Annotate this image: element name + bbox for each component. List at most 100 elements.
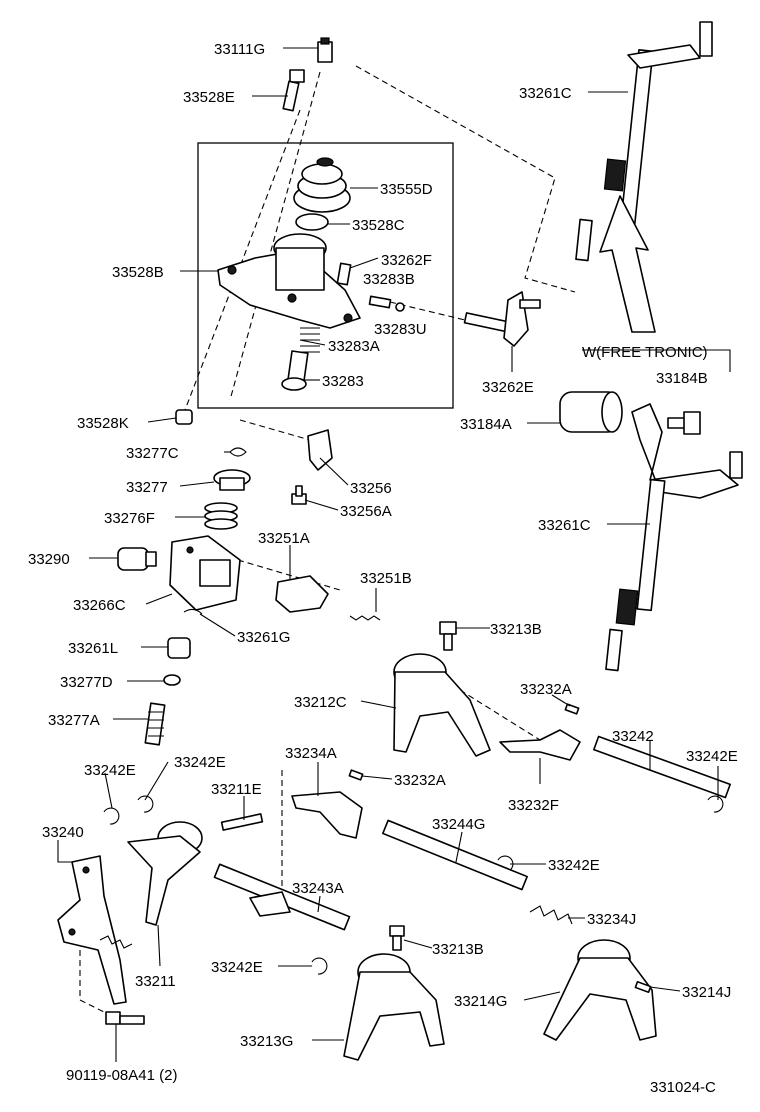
part-33111G [317, 37, 333, 63]
label-33234J: 33234J [587, 911, 636, 928]
part-33232A-center [348, 769, 364, 781]
label-33242E-a: 33242E [84, 762, 136, 779]
part-33277 [213, 469, 251, 491]
part-33261C-top [575, 21, 713, 262]
part-33243A [213, 863, 351, 931]
part-33261L [167, 637, 191, 659]
label-33266C: 33266C [73, 597, 126, 614]
arrow-shape [599, 195, 656, 333]
leader-lines [57, 47, 731, 1062]
label-33261C-top: 33261C [519, 85, 572, 102]
label-33213G: 33213G [240, 1033, 293, 1050]
label-33184A: 33184A [460, 416, 512, 433]
part-33262E [463, 291, 541, 347]
part-33211E [220, 813, 264, 831]
part-33283 [281, 350, 309, 391]
label-33262E: 33262E [482, 379, 534, 396]
part-33256A [291, 485, 307, 505]
part-33244G [382, 819, 528, 891]
part-33266C [169, 535, 241, 611]
label-33283: 33283 [322, 373, 364, 390]
part-33251A [275, 575, 329, 613]
label-33211E: 33211E [211, 781, 262, 798]
part-33212C [393, 653, 491, 757]
part-33213G [343, 953, 445, 1061]
label-33243A: 33243A [292, 880, 344, 897]
part-33213B-bottom [389, 925, 405, 951]
label-33290: 33290 [28, 551, 70, 568]
part-33555D [293, 157, 351, 213]
label-33213B-top: 33213B [490, 621, 542, 638]
part-33242 [593, 735, 731, 799]
part-33242E-r [707, 795, 724, 813]
label-33213B-bottom: 33213B [432, 941, 484, 958]
part-33232F [499, 729, 581, 761]
part-33528B [217, 233, 361, 329]
subassembly-frame [197, 142, 454, 409]
label-33184B: 33184B [656, 370, 708, 387]
part-33213B-top [439, 621, 457, 651]
part-33211 [127, 821, 203, 926]
label-33232A-center: 33232A [394, 772, 446, 789]
part-33528E [282, 69, 305, 112]
label-33555D: 33555D [380, 181, 433, 198]
label-33232F: 33232F [508, 797, 559, 814]
part-33251B [349, 615, 381, 621]
part-33214J [634, 980, 652, 994]
label-33232A-right: 33232A [520, 681, 572, 698]
part-33261C-mid [605, 403, 743, 672]
label-33242E-c: 33242E [548, 857, 600, 874]
part-33528C [295, 213, 329, 231]
part-90119-08A41 [105, 1011, 145, 1025]
part-33240 [57, 855, 133, 1005]
part-33277C [229, 447, 247, 457]
part-33290 [117, 547, 157, 571]
label-33214G: 33214G [454, 993, 507, 1010]
part-33242E-b [137, 795, 154, 813]
label-33261C-mid: 33261C [538, 517, 591, 534]
part-33262F [336, 262, 352, 286]
label-33283A: 33283A [328, 338, 380, 355]
part-33256 [307, 429, 333, 471]
label-33214J: 33214J [682, 984, 731, 1001]
label-33277C: 33277C [126, 445, 179, 462]
label-33244G: 33244G [432, 816, 485, 833]
label-33277: 33277 [126, 479, 168, 496]
part-33283U [395, 302, 405, 312]
label-33242: 33242 [612, 728, 654, 745]
label-33276F: 33276F [104, 510, 155, 527]
part-33283A [300, 327, 320, 353]
part-33242E-d [311, 957, 328, 975]
part-33276F [204, 502, 238, 530]
diagram-reference-code: 331024-C [650, 1079, 716, 1096]
part-33234A [291, 791, 363, 839]
label-33261L: 33261L [68, 640, 118, 657]
label-33277D: 33277D [60, 674, 113, 691]
part-33283B [368, 295, 392, 309]
label-90119-08A41: 90119-08A41 (2) [66, 1067, 177, 1084]
label-33256: 33256 [350, 480, 392, 497]
label-33262F: 33262F [381, 252, 432, 269]
part-33232A-right [564, 703, 580, 715]
label-33277A: 33277A [48, 712, 100, 729]
part-33277A [144, 702, 166, 746]
label-33242E-d: 33242E [211, 959, 263, 976]
part-33234J [529, 905, 573, 925]
label-33242E-b: 33242E [174, 754, 226, 771]
part-33184B [667, 411, 701, 435]
part-33261G [183, 608, 203, 615]
label-33283B: 33283B [363, 271, 415, 288]
label-33111G: 33111G [214, 41, 265, 58]
label-w-free-tronic: W(FREE TRONIC) [582, 344, 708, 361]
label-33251B: 33251B [360, 570, 412, 587]
label-33261G: 33261G [237, 629, 290, 646]
label-33212C: 33212C [294, 694, 347, 711]
label-33234A: 33234A [285, 745, 337, 762]
label-33283U: 33283U [374, 321, 427, 338]
part-33184A [559, 391, 623, 433]
label-33256A: 33256A [340, 503, 392, 520]
part-33214G [543, 939, 657, 1041]
label-33528K: 33528K [77, 415, 129, 432]
